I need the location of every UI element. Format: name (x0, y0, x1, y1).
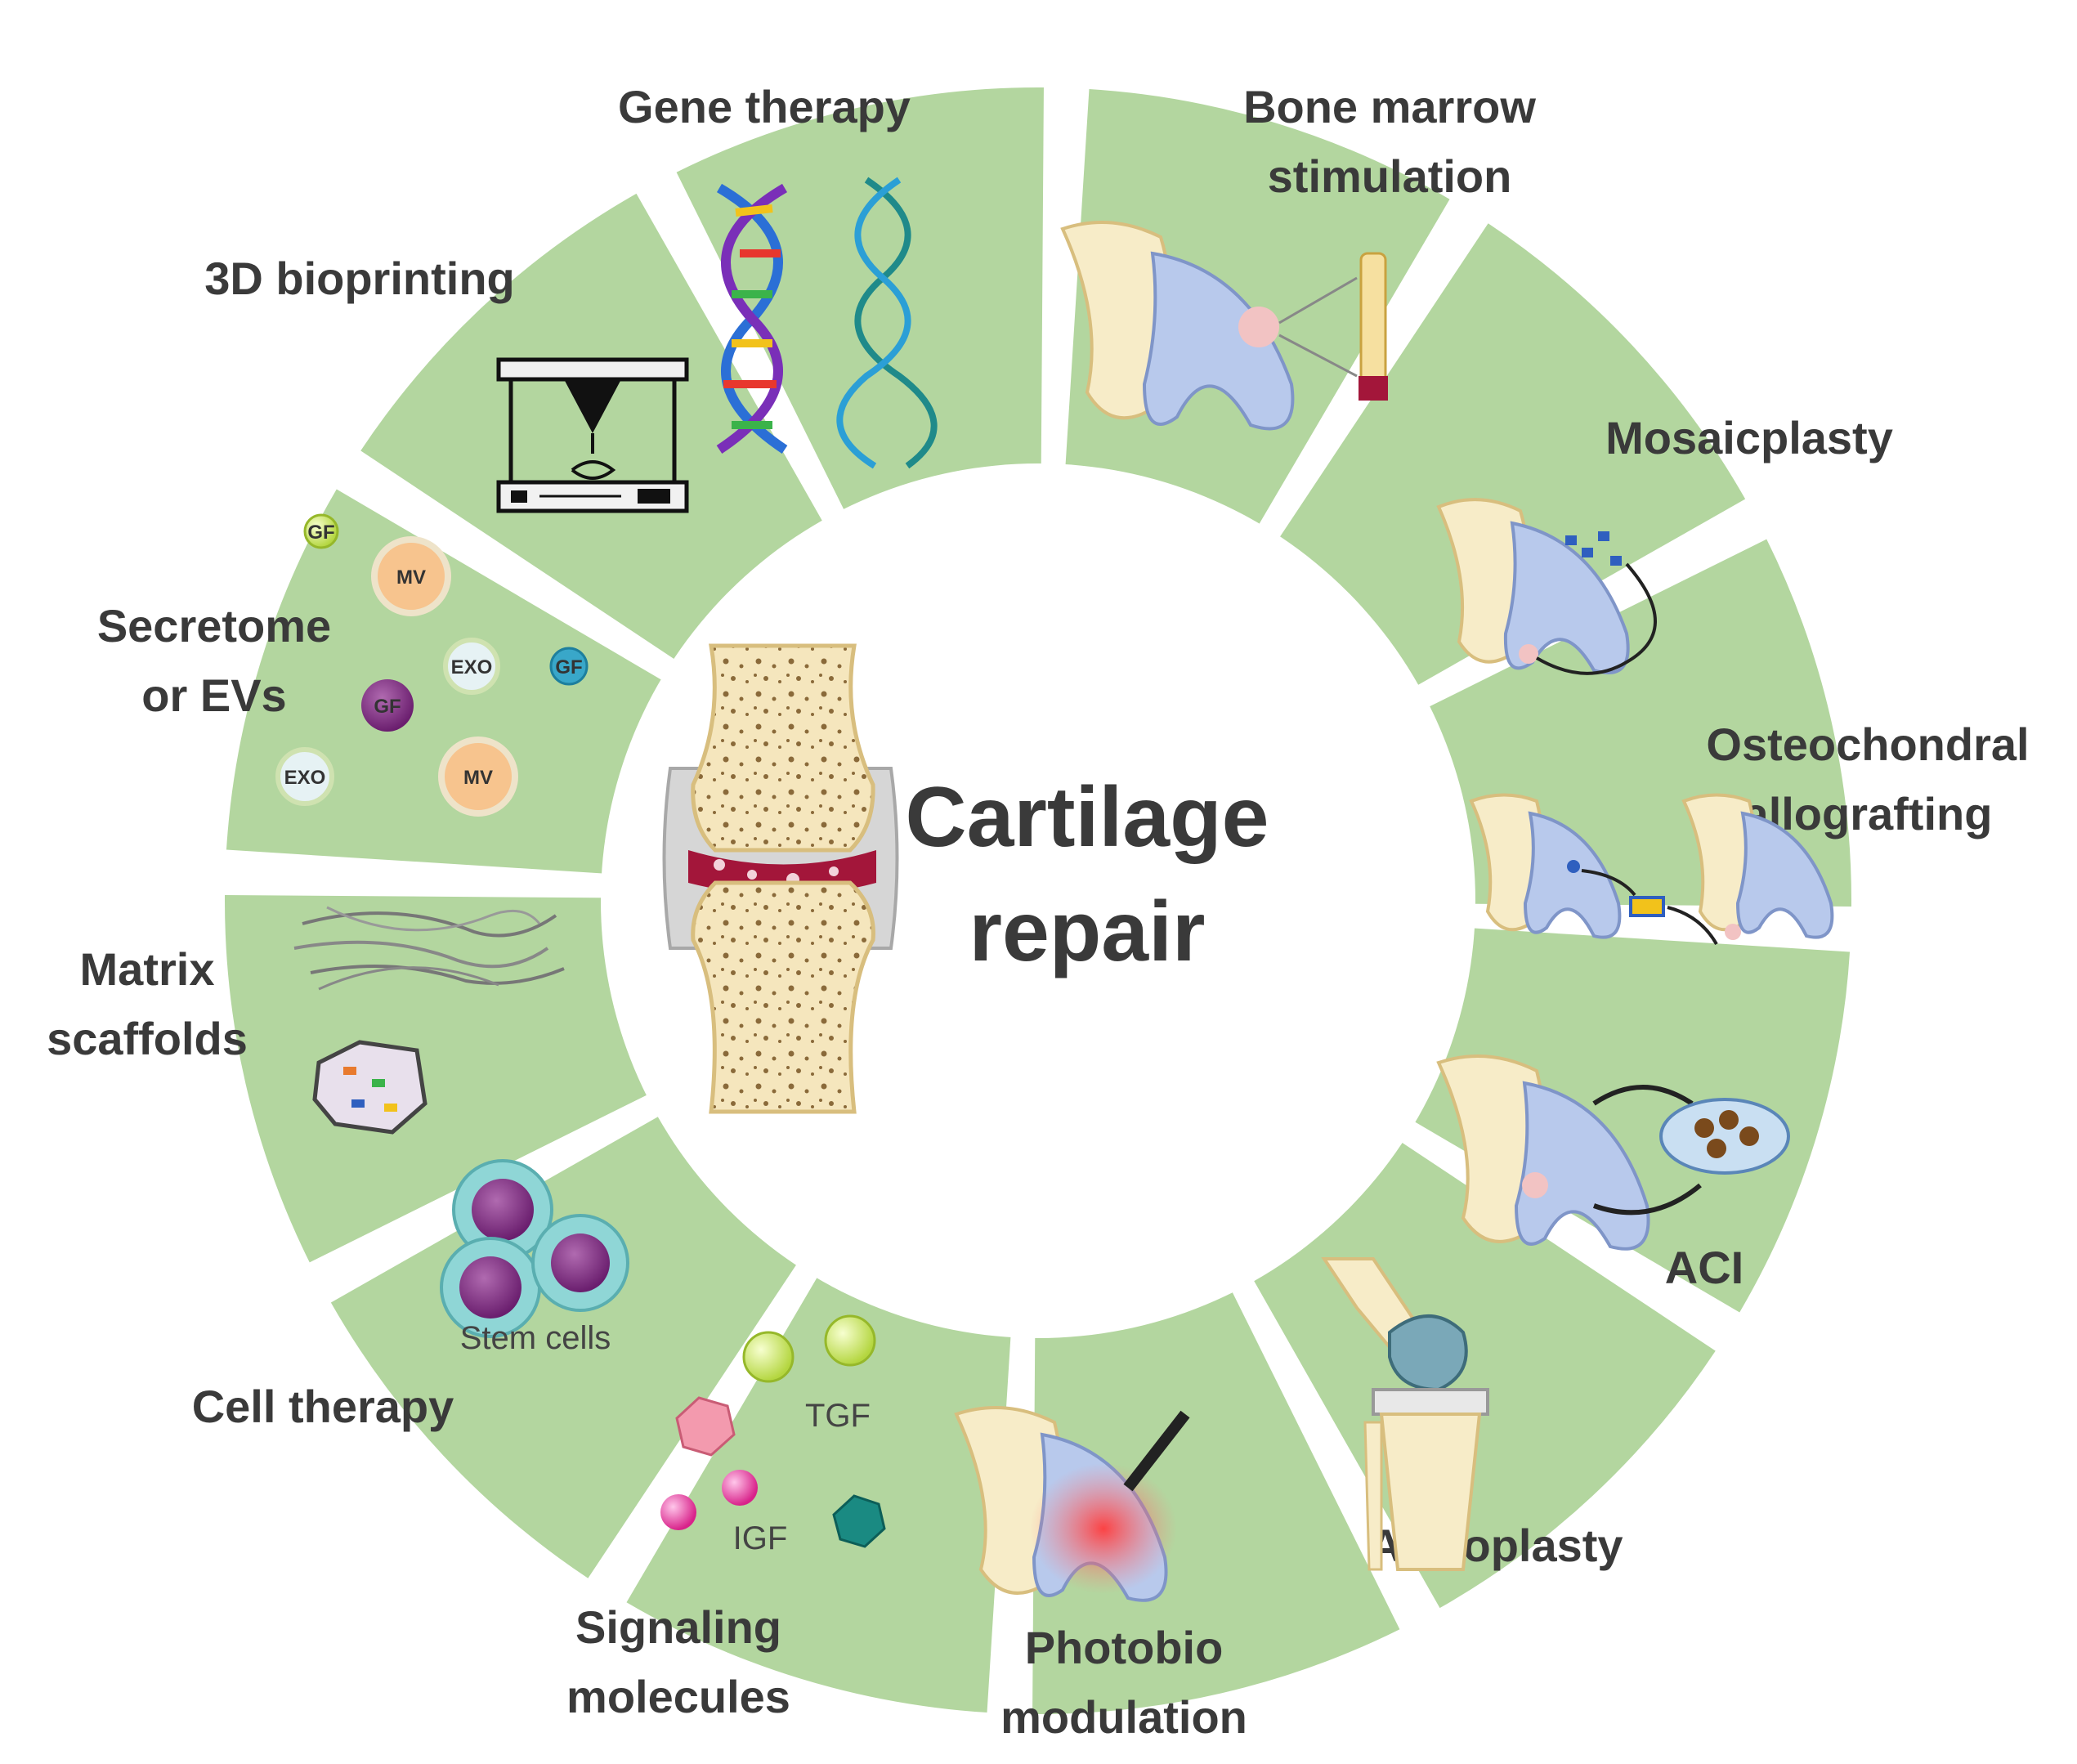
center-title-line1: Cartilage (905, 770, 1269, 865)
gf-chip-1: GF (307, 522, 334, 544)
dna-icon (716, 177, 938, 469)
knee-implant-icon (1321, 1257, 1489, 1571)
molecules-icon: TGF IGF (660, 1314, 886, 1556)
segment-matrix (1032, 1281, 1400, 1714)
knee-joint-icon (1469, 793, 1834, 945)
segment-gene-therapy (225, 895, 658, 1263)
label-bone-marrow-1: Bone marrow (1243, 81, 1536, 132)
label-osteochondral-1: Osteochondral (1706, 719, 2029, 770)
exo-chip-1: EXO (451, 656, 493, 678)
label-bioprinting: 3D bioprinting (204, 253, 515, 304)
cells-icon: Stem cells (440, 1159, 629, 1356)
segment-ring (225, 87, 1852, 1714)
label-photobio-1: Photobio (1025, 1622, 1224, 1673)
mv-chip-2: MV (463, 767, 493, 789)
knee-joint-center-illustration (662, 643, 899, 1114)
stem-cells-label: Stem cells (460, 1320, 611, 1356)
label-signaling-2: molecules (566, 1671, 790, 1722)
label-aci: ACI (1665, 1242, 1744, 1293)
segment-arthoplasty (1273, 223, 1746, 692)
label-mosaicplasty: Mosaicplasty (1605, 412, 1893, 463)
label-secretome-2: or EVs (141, 669, 286, 721)
label-cell-therapy: Cell therapy (192, 1381, 454, 1432)
label-photobio-2: modulation (1000, 1691, 1247, 1743)
scaffold-icon (293, 906, 565, 1135)
label-gene-therapy: Gene therapy (618, 81, 911, 132)
igf-label: IGF (733, 1520, 788, 1556)
label-bone-marrow-2: stimulation (1268, 150, 1512, 202)
knee-joint-icon (1060, 221, 1388, 431)
segment-cell-therapy (1247, 1135, 1716, 1609)
label-matrix-2: scaffolds (47, 1013, 248, 1064)
segment-bioprinting (330, 1110, 803, 1578)
gf-chip-2: GF (555, 656, 582, 678)
knee-joint-icon (1436, 1054, 1790, 1251)
tgf-label: TGF (805, 1398, 871, 1434)
mv-chip-1: MV (396, 566, 426, 589)
vesicles-icon: GF MV EXO GF GF EXO MV (275, 513, 589, 817)
laser-icon (954, 1406, 1190, 1602)
label-secretome-1: Secretome (97, 600, 331, 651)
segment-secretome (626, 1267, 1012, 1713)
segment-signaling (1404, 927, 1851, 1313)
printer-icon (496, 357, 689, 513)
exo-chip-2: EXO (284, 767, 326, 789)
knee-joint-icon (1436, 498, 1657, 675)
center-title-line2: repair (969, 884, 1205, 979)
gf-chip-3: GF (374, 696, 401, 718)
label-matrix-1: Matrix (80, 943, 215, 995)
label-signaling-1: Signaling (575, 1601, 781, 1653)
